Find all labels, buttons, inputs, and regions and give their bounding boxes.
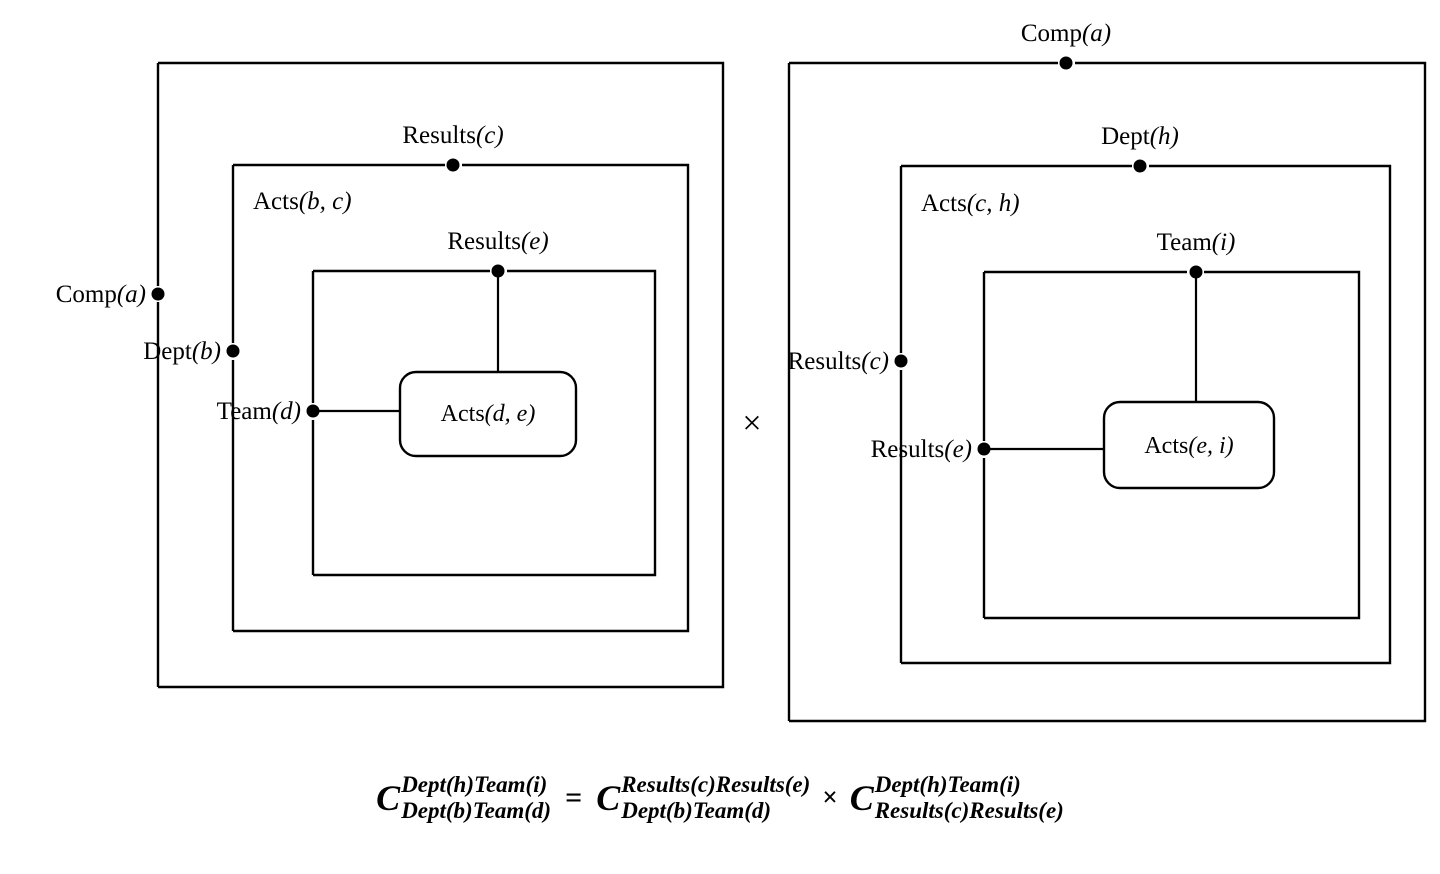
- left-gate-label: Acts(d, e): [441, 401, 536, 427]
- left-gate-label-args: (d, e): [485, 401, 536, 427]
- right-gate-acts-ei[interactable]: [1102, 400, 1276, 490]
- equation-term-2-subscript: Dept(b)Team(d): [621, 797, 772, 823]
- right-middle-box-label: Acts(c, h): [921, 190, 1020, 217]
- right-gate-label-main: Acts: [1144, 433, 1188, 459]
- left-port-dot-comp-a[interactable]: [151, 287, 165, 301]
- equation-term-1-indices: Dept(h)Team(i)Dept(b)Team(d): [401, 772, 551, 824]
- left-port-label-comp-a: Comp(a): [56, 281, 146, 308]
- right-port-label-results-e: Results(e): [871, 436, 972, 463]
- right-middle-box: [901, 164, 1392, 665]
- left-inner-box: [313, 269, 657, 577]
- equation-term-1-superscript: Dept(h)Team(i): [401, 772, 548, 797]
- multiply-symbol: ×: [742, 405, 761, 442]
- right-port-dot-results-c[interactable]: [894, 354, 908, 368]
- equation-equals-operator: =: [565, 780, 583, 814]
- right-port-dot-results-e[interactable]: [977, 442, 991, 456]
- left-port-dot-team-d[interactable]: [306, 404, 320, 418]
- left-port-dot-results-e[interactable]: [491, 264, 505, 278]
- left-gate-label-main: Acts: [441, 401, 485, 427]
- equation-times-operator: ×: [822, 782, 838, 813]
- right-gate-label-args: (e, i): [1188, 433, 1233, 459]
- right-inner-box: [984, 270, 1361, 620]
- right-circuit: Acts(e, i) Comp(a) Dept(h) Team(i) Resul…: [788, 20, 1427, 723]
- equation-term-2-base: C: [596, 777, 621, 818]
- left-port-dot-dept-b[interactable]: [226, 344, 240, 358]
- left-outer-box: [158, 61, 725, 689]
- equation-term-3-superscript: Dept(h)Team(i): [874, 772, 1021, 797]
- equation-term-3-subscript: Results(c)Results(e): [874, 797, 1064, 823]
- left-gate-acts-de[interactable]: [398, 370, 578, 458]
- left-port-label-results-e: Results(e): [447, 228, 548, 255]
- left-middle-box-label: Acts(b, c): [253, 188, 352, 215]
- right-port-dot-dept-h[interactable]: [1133, 159, 1147, 173]
- left-port-label-team-d: Team(d): [217, 398, 301, 425]
- equation-term-3-base: C: [849, 777, 874, 818]
- left-middle-box: [233, 163, 690, 633]
- right-port-label-team-i: Team(i): [1157, 229, 1236, 256]
- right-port-dot-comp-a[interactable]: [1059, 56, 1073, 70]
- equation-term-3-indices: Dept(h)Team(i)Results(c)Results(e): [875, 772, 1064, 824]
- left-port-label-results-c: Results(c): [402, 122, 503, 149]
- equation-term-2-superscript: Results(c)Results(e): [621, 772, 811, 797]
- equation-term-1-base: C: [376, 777, 401, 818]
- right-port-label-dept-h: Dept(h): [1101, 123, 1179, 150]
- equation-term-2-indices: Results(c)Results(e)Dept(b)Team(d): [621, 772, 810, 824]
- right-port-label-comp-a: Comp(a): [1021, 20, 1111, 47]
- left-port-dot-results-c[interactable]: [446, 158, 460, 172]
- right-port-label-results-c: Results(c): [788, 348, 889, 375]
- right-port-dot-team-i[interactable]: [1189, 265, 1203, 279]
- right-gate-label: Acts(e, i): [1144, 433, 1233, 459]
- equation-term-1-subscript: Dept(b)Team(d): [401, 797, 552, 823]
- right-outer-box: [789, 61, 1427, 723]
- left-circuit: Acts(d, e) Comp(a) Dept(b) Team(d) Resul…: [56, 61, 725, 689]
- left-port-label-dept-b: Dept(b): [143, 338, 221, 365]
